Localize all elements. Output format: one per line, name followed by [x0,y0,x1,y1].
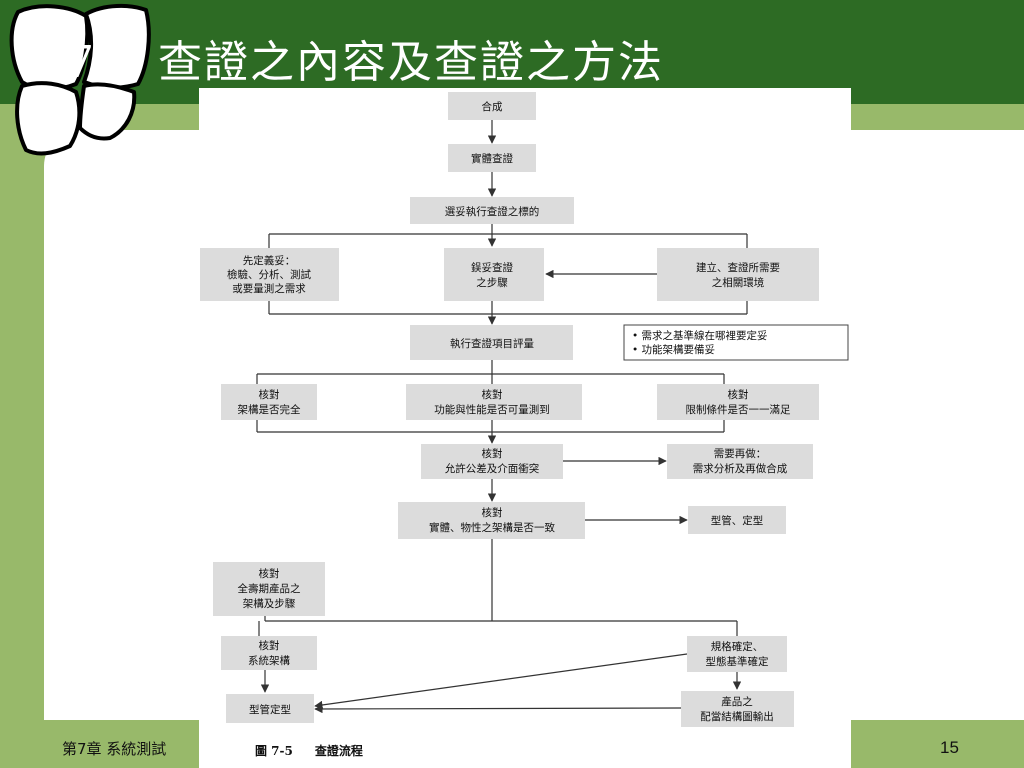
node-text: 核對 [482,506,503,519]
node-spec-confirm: 規格確定、 型態基準確定 [687,636,787,672]
node-synthesis: 合成 [448,92,536,120]
node-text: 合成 [482,100,503,113]
verification-flowchart: 合成 實體查證 選妥執行查證之標的 先定義妥： 檢驗、分析、測試 或要量測之需求… [199,88,851,768]
node-text: 核對 [259,567,280,580]
node-text: 核對 [728,388,749,401]
node-text: 允許公差及介面衝突 [445,462,540,475]
node-check-constraints: 核對 限制條件是否一一滿足 [657,384,819,420]
node-text: 規格確定、 [711,640,764,653]
node-note-baseline: • 需求之基準線在哪裡要定妥 • 功能架構要備妥 [623,324,849,361]
slide-title: 7.3 查證之內容及查證之方法 [66,37,664,88]
node-text: 或要量測之需求 [232,282,306,295]
node-text: • 功能架構要備妥 [632,343,715,356]
node-text: 型管定型 [249,703,291,716]
node-check-system-arch: 核對 系統架構 [221,636,317,670]
stone-logo-icon [9,3,151,156]
figure-title: 查證流程 [314,744,363,758]
node-text: 型態基準確定 [706,655,769,668]
node-text: 限制條件是否一一滿足 [686,403,791,416]
node-text: 型管、定型 [711,514,764,527]
node-text: • 需求之基準線在哪裡要定妥 [632,329,768,342]
node-check-lifecycle: 核對 全壽期產品之 架構及步驟 [213,562,325,616]
node-text: 之步驟 [476,276,508,289]
node-predefine-left: 先定義妥： 檢驗、分析、測試 或要量測之需求 [200,248,339,301]
node-text: 功能與性能是否可量測到 [434,403,550,416]
node-text: 全壽期產品之 [238,582,301,595]
node-text: 之相關環境 [712,276,765,289]
figure-number: 圖 7-5 [255,744,293,758]
node-define-steps: 鋘妥查證 之步驟 [444,248,544,301]
node-text: 配當結構圖輸出 [700,710,774,723]
node-text: 核對 [259,388,280,401]
node-type-control-right: 型管、定型 [688,506,786,534]
node-text: 架構是否完全 [238,403,301,416]
title-bar [0,0,1024,104]
page-number: 15 [940,738,959,757]
node-text: 需要再做： [714,447,767,460]
node-check-tolerance: 核對 允許公差及介面衝突 [421,444,563,479]
node-type-control-left: 型管定型 [226,694,314,723]
node-check-consistency: 核對 實體、物性之架構是否一致 [398,502,585,539]
flowchart-svg: 合成 實體查證 選妥執行查證之標的 先定義妥： 檢驗、分析、測試 或要量測之需求… [200,92,849,727]
node-text: 鋘妥查證 [471,261,513,274]
node-check-function-perf: 核對 功能與性能是否可量測到 [406,384,582,420]
node-text: 執行查證項目評量 [450,337,534,350]
node-text: 架構及步驟 [243,597,296,610]
node-redo: 需要再做： 需求分析及再做合成 [667,444,813,479]
node-text: 核對 [259,639,280,652]
node-text: 檢驗、分析、測試 [227,268,311,281]
node-text: 需求分析及再做合成 [693,462,788,475]
footer-chapter: 第7章 系統測試 [62,740,167,758]
node-text: 實體、物性之架構是否一致 [429,521,555,534]
node-text: 實體查證 [471,152,513,165]
node-select-targets: 選妥執行查證之標的 [410,197,574,224]
node-text: 核對 [482,388,503,401]
node-product-output: 產品之 配當結構圖輸出 [681,691,794,727]
node-text: 選妥執行查證之標的 [445,205,540,218]
figure-caption: 圖 7-5 查證流程 [255,742,363,759]
node-build-env: 建立、查證所需要 之相關環境 [657,248,819,301]
node-execute-eval: 執行查證項目評量 [410,325,573,360]
node-physical-verify: 實體查證 [448,144,536,172]
node-check-arch-complete: 核對 架構是否完全 [221,384,317,420]
node-text: 產品之 [721,695,753,708]
connectors [256,120,748,714]
node-text: 先定義妥： [243,254,296,267]
node-text: 核對 [482,447,503,460]
node-text: 建立、查證所需要 [696,261,780,274]
node-text: 系統架構 [248,654,290,667]
